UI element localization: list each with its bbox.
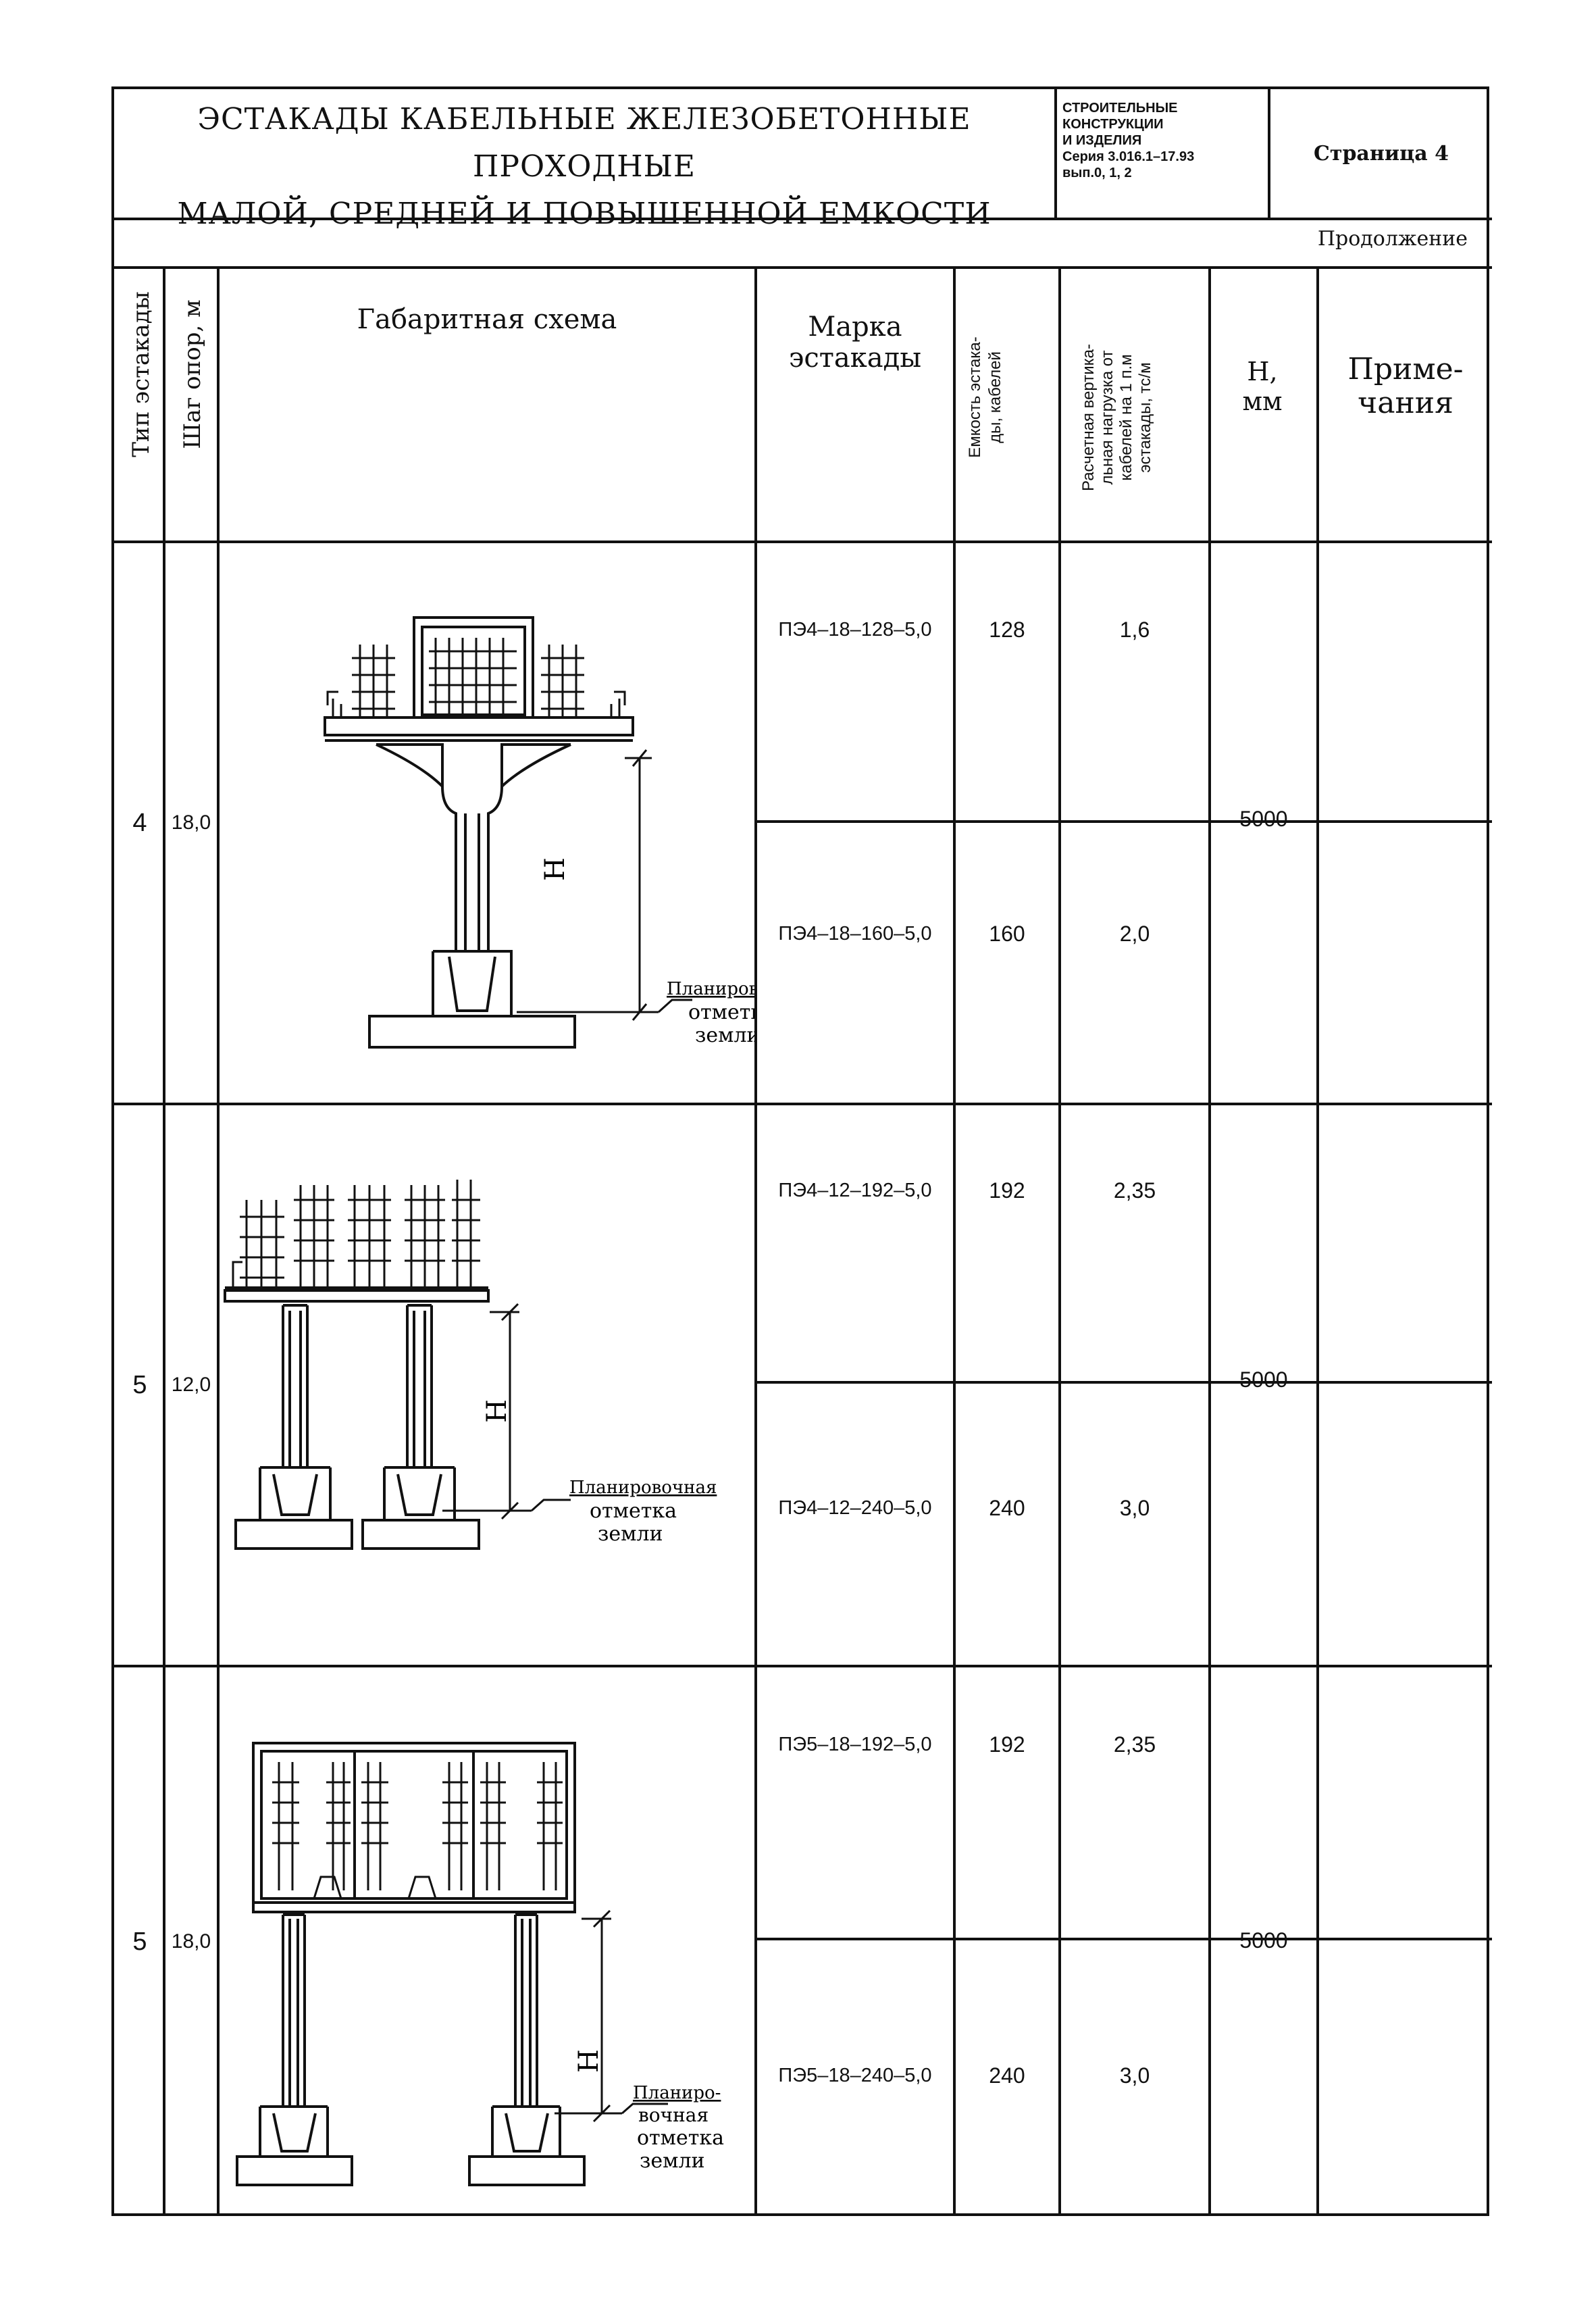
page-number: Страница 4: [1313, 141, 1449, 166]
continuation-label: Продолжение: [1317, 227, 1468, 251]
svg-text:вочная: вочная: [638, 2104, 709, 2126]
table-row: ПЭ4–18–160–5,0: [778, 922, 932, 945]
col-notes-header: Приме- чания: [1347, 352, 1464, 420]
document-frame: ЭСТАКАДЫ КАБЕЛЬНЫЕ ЖЕЛЕЗОБЕТОННЫЕ ПРОХОД…: [111, 86, 1492, 2216]
dim-h-label: Н: [573, 2049, 604, 2073]
table-row: ПЭ4–12–240–5,0: [778, 1496, 932, 1519]
scheme-trestle-4-18: Н Планировочная отметка земли: [324, 616, 754, 1049]
col-load-header: Расчетная вертика- льная нагрузка от каб…: [1079, 344, 1154, 492]
col-mark-header: Марка эстакады: [788, 311, 922, 374]
col-h-header: Н, мм: [1242, 357, 1283, 416]
table-row: ПЭ5–18–240–5,0: [778, 2064, 932, 2086]
group-2-span: 12,0: [171, 1374, 211, 1396]
group-2-type: 5: [132, 1370, 147, 1399]
table-row: ПЭ4–12–192–5,0: [778, 1179, 932, 1201]
document-title: ЭСТАКАДЫ КАБЕЛЬНЫЕ ЖЕЛЕЗОБЕТОННЫЕ ПРОХОД…: [177, 102, 992, 231]
svg-text:отметка: отметка: [637, 2126, 724, 2150]
col-capacity-header: Емкость эстака- ды, кабелей: [966, 336, 1004, 458]
col-type-header: Тип эстакады: [128, 291, 155, 457]
table-row: ПЭ5–18–192–5,0: [778, 1733, 932, 1755]
svg-text:земли: земли: [640, 2149, 705, 2173]
svg-text:земли: земли: [695, 1024, 754, 1047]
svg-text:Планировочная: Планировочная: [569, 1478, 717, 1498]
dim-h-label: Н: [482, 1399, 513, 1423]
dim-h-label: Н: [540, 857, 571, 881]
svg-text:земли: земли: [598, 1522, 663, 1546]
svg-text:отметка: отметка: [590, 1499, 677, 1523]
group-3-type: 5: [132, 1927, 147, 1956]
svg-text:Планиро-: Планиро-: [633, 2083, 721, 2103]
group-1-span: 18,0: [171, 811, 211, 834]
col-scheme-header: Габаритная схема: [357, 304, 617, 335]
group-2-h: 5000: [1239, 1367, 1288, 1392]
svg-text:отметка: отметка: [688, 1001, 754, 1024]
series-block: СТРОИТЕЛЬНЫЕ КОНСТРУКЦИИ И ИЗДЕЛИЯ Серия…: [1062, 101, 1195, 180]
group-1-type: 4: [132, 808, 147, 837]
scheme-trestle-5-18: Н Планиро- вочная отметка земли: [236, 1742, 724, 2186]
group-1-h: 5000: [1239, 806, 1288, 831]
scheme-trestle-5-12: Н Планировочная отметка земли: [224, 1180, 717, 1550]
group-3-h: 5000: [1239, 1928, 1288, 1953]
col-span-header: Шаг опор, м: [179, 299, 206, 449]
table-row: ПЭ4–18–128–5,0: [778, 618, 932, 640]
group-3-span: 18,0: [171, 1930, 211, 1953]
svg-text:Планировочная: Планировочная: [667, 979, 754, 999]
